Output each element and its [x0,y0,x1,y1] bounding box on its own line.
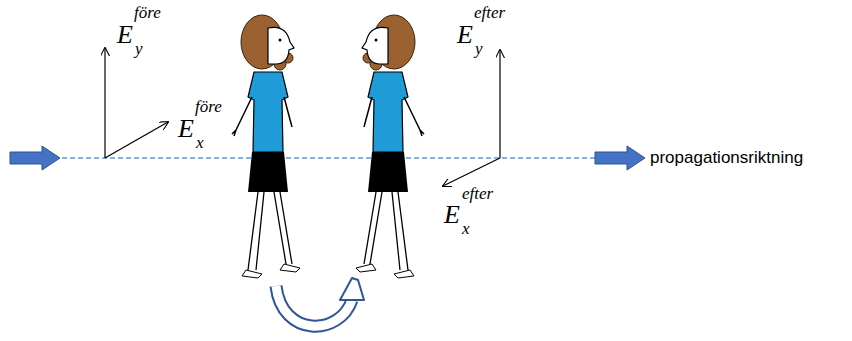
girl-figure [356,15,424,278]
field-vector [104,48,105,158]
block-arrow [10,146,60,170]
skirt [248,152,288,192]
rotation-arrow-head [340,278,364,300]
subscript: y [135,40,143,57]
foot [356,264,376,272]
arm [284,97,292,127]
field-symbol: E [457,22,473,48]
axis-label: propagationsriktning [650,149,803,166]
superscript: efter [474,4,505,21]
field-symbol: E [117,22,133,48]
field-symbol: E [178,116,194,142]
foot [242,270,262,278]
rotation-arrow-body [276,286,352,326]
propagation-line [62,157,595,159]
subscript: x [196,134,204,151]
leg [274,192,292,264]
arm [404,97,424,136]
shirt [248,72,288,152]
girl-figure [232,15,300,278]
superscript: före [195,98,222,115]
rotation-arrow [276,278,364,326]
rotation-arrow-body [276,286,352,326]
leg [364,192,382,264]
eye [279,39,282,42]
foot [394,270,414,278]
field-vector [105,122,168,158]
arm [364,97,372,127]
leg [392,192,408,270]
skirt [368,152,408,192]
field-vector [443,158,500,186]
arm [232,97,252,136]
eye [375,39,378,42]
subscript: x [462,220,470,237]
foot [280,264,300,272]
face [362,27,388,64]
field-vector [499,50,500,158]
subscript: y [475,40,483,57]
shirt [368,72,408,152]
leg [248,192,264,270]
face [268,27,294,64]
field-symbol: E [444,202,460,228]
block-arrow [595,146,645,170]
superscript: före [134,4,161,21]
superscript: efter [462,185,493,202]
